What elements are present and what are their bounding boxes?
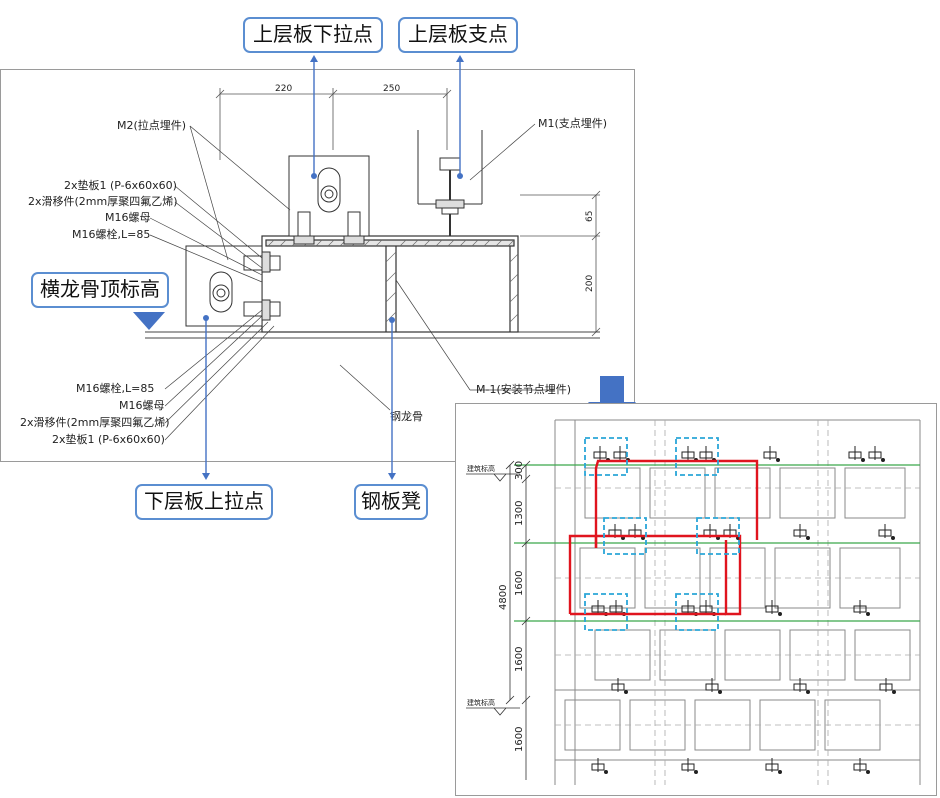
lower-label-0: M16螺栓,L=85 <box>76 381 154 395</box>
callout-transverse-top-elev: 横龙骨顶标高 <box>31 272 169 308</box>
m2-label: M2(拉点埋件) <box>117 118 186 132</box>
upper-label-3: M16螺栓,L=85 <box>72 227 150 241</box>
dim-65: 65 <box>585 211 595 222</box>
dim-250: 250 <box>383 84 400 94</box>
floor-label-bottom: 建筑标高 <box>467 698 495 707</box>
callout-upper-support-point-text: 上层板支点 <box>408 22 508 46</box>
callout-steel-stool: 钢板凳 <box>354 484 428 520</box>
dim-300: 300 <box>514 461 525 480</box>
highlight-boxes <box>584 437 740 631</box>
floor-markers <box>466 473 520 716</box>
detail-frame <box>0 69 635 462</box>
callout-upper-support-point: 上层板支点 <box>398 17 518 53</box>
top-dimension-lines <box>215 88 452 160</box>
lower-label-3: 2x垫板1 (P-6x60x60) <box>52 432 165 446</box>
elevation-triangle-icon <box>133 312 165 330</box>
dim-1300: 1300 <box>514 501 525 526</box>
callout-upper-pull-point-text: 上层板下拉点 <box>253 22 373 46</box>
upper-label-2: M16螺母 <box>105 211 151 224</box>
red-load-path <box>568 459 759 616</box>
right-dimension-lines <box>520 190 601 337</box>
lower-pull-plate <box>185 245 281 327</box>
floor-lines <box>514 464 920 622</box>
upper-pull-plate <box>288 155 370 245</box>
elevation-frame <box>455 403 937 796</box>
upper-label-1: 2x滑移件(2mm厚聚四氟乙烯) <box>28 195 178 208</box>
dim-1600-c: 1600 <box>514 727 525 752</box>
dim-4800: 4800 <box>498 585 509 610</box>
leader-lines <box>149 123 555 441</box>
dim-200: 200 <box>585 275 595 292</box>
elevation-dim-lines <box>505 460 531 780</box>
steel-keel-label: 钢龙骨 <box>390 410 423 423</box>
pointer-dots <box>202 55 464 480</box>
callout-upper-pull-point: 上层板下拉点 <box>243 17 383 53</box>
callout-steel-stool-text: 钢板凳 <box>361 489 421 513</box>
pointer-lines <box>205 58 461 476</box>
upper-label-0: 2x垫板1 (P-6x60x60) <box>64 178 177 192</box>
m1-install-label: M-1(安装节点埋件) <box>476 382 571 396</box>
floor-label-top: 建筑标高 <box>467 464 495 473</box>
callout-lower-pull-point: 下层板上拉点 <box>135 484 273 520</box>
curtain-dashed-lines <box>555 420 920 785</box>
dim-220: 220 <box>275 84 292 94</box>
dim-1600-b: 1600 <box>514 647 525 672</box>
callout-transverse-top-elev-text: 横龙骨顶标高 <box>40 277 160 301</box>
lower-label-2: 2x滑移件(2mm厚聚四氟乙烯) <box>20 416 170 429</box>
m1-label: M1(支点埋件) <box>538 117 607 130</box>
lower-label-1: M16螺母 <box>119 399 165 412</box>
callout-lower-pull-point-text: 下层板上拉点 <box>144 489 264 513</box>
dim-1600-a: 1600 <box>514 571 525 596</box>
